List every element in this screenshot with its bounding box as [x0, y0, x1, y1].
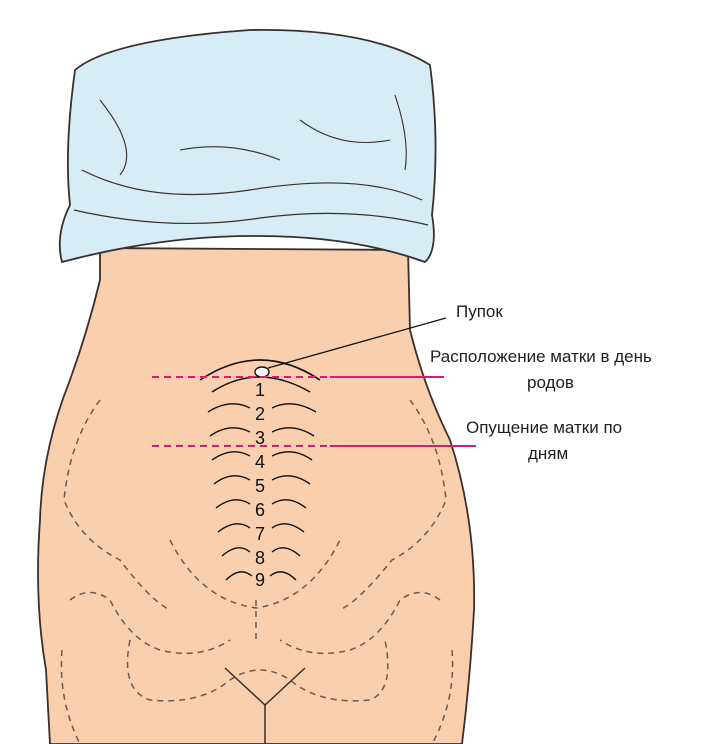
birth-day-label-line-1: Расположение матки в день — [430, 347, 652, 366]
torso-body — [37, 247, 476, 744]
descent-label-line-2: дням — [528, 444, 568, 463]
day-marker-9: 9 — [255, 570, 265, 590]
pelvis-outline — [60, 399, 454, 744]
pubic-lines — [224, 667, 306, 744]
day-marker-1: 1 — [255, 380, 265, 400]
day-marker-6: 6 — [255, 500, 265, 520]
day-marker-7: 7 — [255, 524, 265, 544]
day-marker-4: 4 — [255, 452, 265, 472]
rolled-garment — [58, 29, 437, 264]
navel-mark — [254, 366, 270, 378]
navel-label: Пупок — [456, 302, 503, 321]
descent-label-line-1: Опущение матки по — [466, 418, 622, 437]
day-markers: 1 2 3 4 5 6 7 8 9 — [255, 380, 265, 590]
day-marker-3: 3 — [255, 428, 265, 448]
day-marker-2: 2 — [255, 404, 265, 424]
day-marker-8: 8 — [255, 548, 265, 568]
day-marker-5: 5 — [255, 476, 265, 496]
navel-leader-line — [267, 317, 447, 369]
birth-day-label-line-2: родов — [527, 373, 574, 392]
fundus-arcs — [199, 359, 321, 581]
